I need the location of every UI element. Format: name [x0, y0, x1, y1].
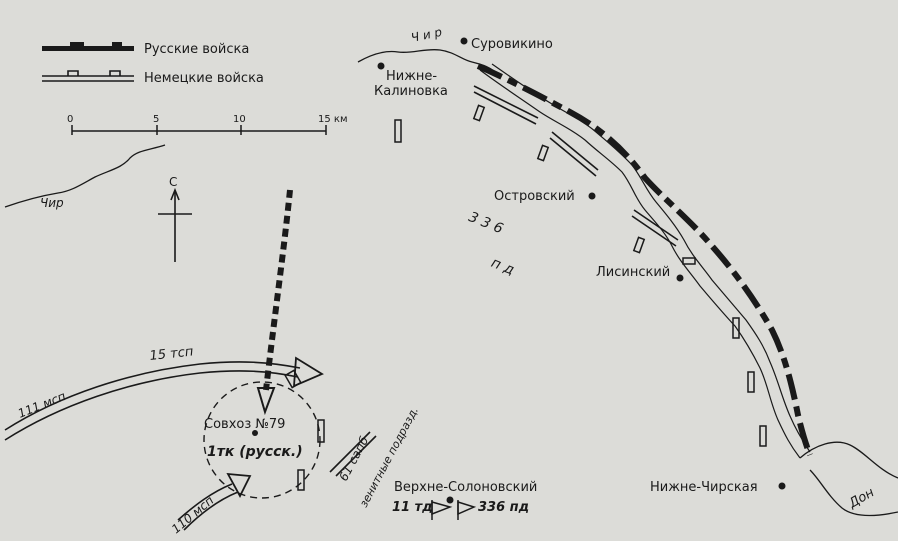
scale-tick-0: 0 [67, 114, 73, 125]
don-label: Дон [846, 485, 878, 512]
settlement-verkhne-solonovsky: Верхне-Солоновский [394, 480, 537, 504]
legend-russian-label: Русские войска [144, 42, 249, 57]
settlement-nizhne-chirskaya: Нижне-Чирская [650, 480, 786, 495]
arrow-110-msp-inner [183, 491, 239, 531]
reg-15-label: 15 тсп [149, 344, 195, 364]
nizhne-chirskaya-label: Нижне-Чирская [650, 480, 758, 495]
german-flag-icon [431, 500, 477, 520]
scale-tick-5: 5 [153, 114, 159, 125]
pd-336-label: 336 пд [478, 500, 529, 515]
reg-110-label: 110 мсп [169, 493, 217, 536]
chir-river-west [4, 144, 166, 208]
sapper-battalion-61 [329, 431, 377, 477]
legend-german-symbol [42, 70, 134, 82]
sovkhoz-point [252, 430, 258, 436]
sovkhoz-encirclement [203, 381, 321, 499]
sovkhoz-label: Совхоз №79 [204, 417, 285, 432]
german-front-positions [473, 85, 679, 247]
division-336-label: 3 3 6 п д [466, 209, 517, 279]
td-11-label: 11 тд [392, 500, 433, 515]
settlement-lisinsky: Лисинский [596, 265, 684, 282]
russian-thrust-north-arrowhead [256, 387, 276, 416]
arrow-110-msp [177, 483, 233, 521]
ostrovsky-label: Островский [494, 189, 575, 204]
arrow-15-tsp-inner [4, 370, 299, 441]
arrow-15-tsp-head [292, 356, 324, 388]
chir-north-label: Ч и р [410, 25, 444, 45]
tank-corps-label: 1тк (русск.) [207, 444, 303, 460]
north-arrow-icon [158, 187, 192, 262]
arrow-110-msp-head [226, 472, 252, 498]
div-336-text: 3 3 6 [466, 209, 505, 237]
reg-111-label: 111 мсп [16, 389, 68, 421]
surovikino-label: Суровикино [471, 37, 553, 52]
russian-front-line [476, 63, 813, 457]
scale-tick-10: 10 [233, 114, 246, 125]
settlement-ostrovsky: Островский [494, 189, 596, 204]
north-label: С [169, 175, 177, 189]
nizhne-kalinovka-label-2: Калиновка [374, 84, 448, 99]
don-river-bank [809, 469, 898, 517]
nizhne-kalinovka-label-1: Нижне- [386, 69, 437, 84]
verkhne-solonovsky-label: Верхне-Солоновский [394, 480, 537, 495]
div-336-pd-text: п д [489, 255, 517, 279]
german-unit-markers [284, 104, 767, 491]
chir-river-front-outer [491, 63, 811, 453]
scale-bar: 0 5 10 15 км [67, 114, 348, 135]
lisinsky-label: Лисинский [596, 265, 670, 280]
settlement-surovikino: Суровикино [460, 37, 553, 52]
scale-tick-15: 15 км [318, 114, 348, 125]
chir-west-label: Чир [40, 196, 64, 210]
legend: Русские войска Немецкие войска [42, 42, 264, 86]
arrow-15-tsp [4, 361, 301, 431]
legend-german-label: Немецкие войска [144, 71, 264, 86]
sab-61-label: 61 сапб [336, 434, 371, 484]
legend-russian-symbol [42, 42, 134, 51]
don-river [799, 441, 898, 479]
russian-thrust-north [263, 189, 293, 391]
settlement-nizhne-kalinovka: Нижне- Калиновка [374, 62, 448, 99]
chir-river-front-inner [479, 69, 801, 459]
